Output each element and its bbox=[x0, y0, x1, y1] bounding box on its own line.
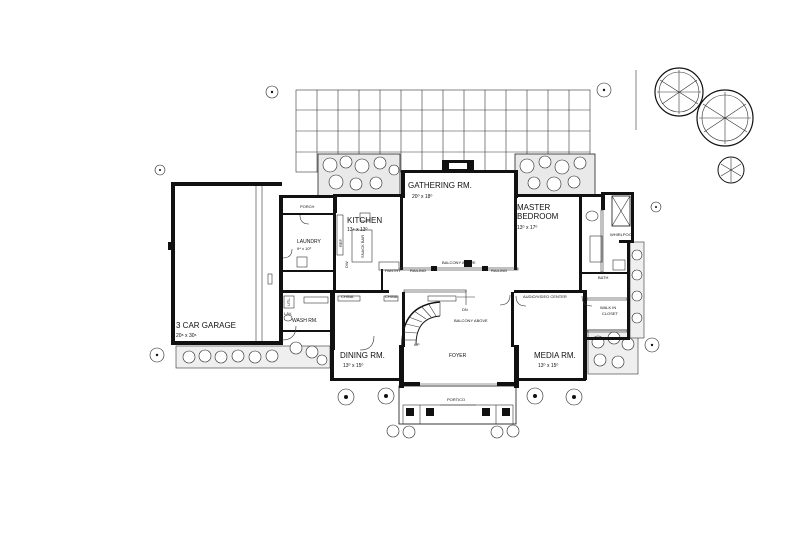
railing-right-label: RAILING bbox=[491, 268, 507, 273]
garage-details bbox=[168, 242, 273, 285]
kitchen-fixtures bbox=[283, 212, 488, 322]
walk-in-closet-label-line1: WALK IN bbox=[600, 305, 616, 310]
utility-label: UTL. bbox=[286, 297, 291, 306]
side-plantings bbox=[175, 241, 645, 375]
gathering-room-size: 20⁰ x 18⁰ bbox=[412, 194, 432, 200]
foyer-label: FOYER bbox=[449, 353, 467, 359]
media-room-size: 13⁰ x 15⁰ bbox=[538, 363, 558, 369]
kitchen-label: KITCHEN bbox=[347, 216, 382, 225]
whirlpool-label: WHIRLPOOL bbox=[610, 232, 635, 237]
snack-bar-label: SNACK BAR bbox=[360, 235, 365, 258]
railing-left-label: RAILING bbox=[410, 268, 426, 273]
laundry-size: 9⁴ x 10⁰ bbox=[297, 246, 312, 251]
master-bedroom-label-line2: BEDROOM bbox=[517, 212, 559, 221]
walk-in-closet-label-line2: CLOSET bbox=[602, 311, 619, 316]
master-bedroom-label-line1: MASTER bbox=[517, 203, 551, 212]
china-right-label: CHINA bbox=[385, 294, 398, 299]
balcony-above-mid-label: BALCONY ABOVE bbox=[454, 318, 488, 323]
china-left-label: CHINA bbox=[341, 294, 354, 299]
site-trees bbox=[149, 67, 754, 363]
stair-down-label: DN bbox=[462, 307, 468, 312]
wash-room-label: WASH RM. bbox=[292, 318, 317, 324]
door-swings bbox=[281, 214, 593, 351]
spiral-staircase bbox=[401, 290, 475, 346]
kitchen-size: 13⁴ x 13⁰ bbox=[347, 227, 368, 233]
pantry-label: PANTRY bbox=[385, 268, 401, 273]
media-room-label: MEDIA RM. bbox=[534, 351, 576, 360]
dining-room-label: DINING RM. bbox=[340, 351, 385, 360]
laundry-label: LAUNDRY bbox=[297, 239, 321, 245]
dining-room-size: 13⁰ x 15⁰ bbox=[343, 363, 363, 369]
garage-size: 20⁸ x 30⁶ bbox=[176, 333, 197, 339]
porch-label: PORCH bbox=[300, 204, 315, 209]
rear-planting-beds bbox=[317, 153, 596, 197]
lavatory-label: LAV. bbox=[284, 311, 292, 316]
garage-label: 3 CAR GARAGE bbox=[176, 321, 236, 330]
stair-up-label: UP bbox=[414, 342, 420, 347]
bath-label: BATH bbox=[598, 275, 608, 280]
refrigerator-label: REF. bbox=[338, 238, 343, 247]
front-shrubs bbox=[337, 387, 583, 439]
balcony-above-top-label: BALCONY ABOVE bbox=[442, 260, 476, 265]
gathering-room-label: GATHERING RM. bbox=[408, 181, 472, 190]
portico-label: PORTICO bbox=[447, 397, 465, 402]
master-bedroom-size: 13⁰ x 17⁰ bbox=[517, 225, 537, 231]
portico-steps bbox=[398, 385, 517, 425]
audio-video-center-label: AUDIO/VIDEO CENTER bbox=[523, 294, 567, 299]
dishwasher-label: DW bbox=[344, 261, 349, 268]
